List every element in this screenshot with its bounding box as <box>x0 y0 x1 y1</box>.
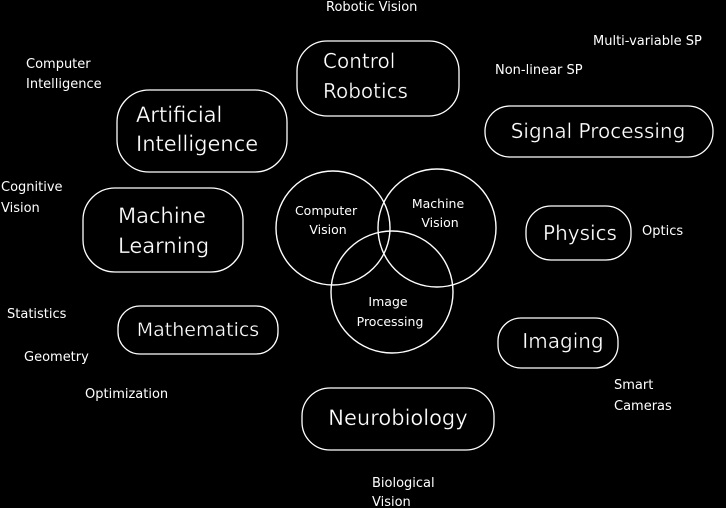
biological-vision-label: Biological Vision <box>372 476 439 508</box>
neurobiology-box <box>301 387 495 451</box>
physics-box <box>525 205 632 261</box>
computer-intelligence-label: Computer Intelligence <box>26 57 102 92</box>
imaging-box <box>497 317 619 369</box>
machine-vision-circle <box>377 168 497 288</box>
computer-vision-circle <box>275 170 391 286</box>
optics-label: Optics <box>642 224 683 239</box>
venn-diagram: Computer Vision Machine Vision Image Pro… <box>275 168 497 354</box>
image-processing-label: Image Processing <box>357 294 424 329</box>
field-mathematics: Mathematics <box>117 305 279 355</box>
signal-processing-label: Signal Processing <box>511 119 686 143</box>
imaging-label: Imaging <box>522 329 603 353</box>
machine-learning-label: Machine Learning <box>118 204 213 258</box>
field-neurobiology: Neurobiology <box>301 387 495 451</box>
neurobiology-label: Neurobiology <box>328 406 467 430</box>
field-machine-learning: Machine Learning <box>82 187 244 273</box>
multi-variable-sp-label: Multi-variable SP <box>593 34 702 49</box>
geometry-label: Geometry <box>24 350 89 365</box>
mathematics-label: Mathematics <box>137 319 259 341</box>
field-signal-processing: Signal Processing <box>484 105 714 158</box>
field-imaging: Imaging <box>497 317 619 369</box>
field-physics: Physics <box>525 205 632 261</box>
physics-label: Physics <box>543 221 617 245</box>
smart-cameras-label: Smart Cameras <box>614 378 672 414</box>
statistics-label: Statistics <box>7 307 67 322</box>
non-linear-sp-label: Non-linear SP <box>495 63 583 78</box>
artificial-intelligence-box <box>116 89 288 173</box>
cognitive-vision-label: Cognitive Vision <box>1 180 67 216</box>
machine-vision-label: Machine Vision <box>412 196 468 230</box>
mathematics-box <box>117 305 279 355</box>
machine-learning-box <box>82 187 244 273</box>
robotic-vision-label: Robotic Vision <box>326 0 417 15</box>
control-robotics-box <box>296 40 460 117</box>
field-control-robotics: Control Robotics <box>296 40 460 117</box>
optimization-label: Optimization <box>85 387 168 402</box>
image-processing-circle <box>330 230 454 354</box>
control-robotics-label: Control Robotics <box>323 49 408 103</box>
signal-processing-box <box>484 105 714 158</box>
computer-vision-label: Computer Vision <box>295 203 361 237</box>
field-artificial-intelligence: Artificial Intelligence <box>116 89 288 173</box>
artificial-intelligence-label: Artificial Intelligence <box>136 103 258 156</box>
